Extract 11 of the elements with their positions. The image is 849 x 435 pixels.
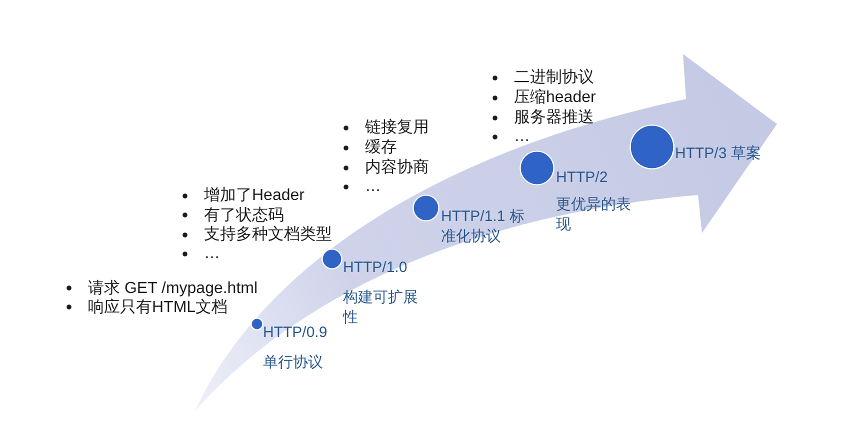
list-item: 服务器推送	[492, 108, 596, 128]
version-label: HTTP/2	[556, 168, 609, 188]
version-description: 构建可扩展性	[343, 288, 419, 328]
version-label: HTTP/0.9	[263, 323, 328, 343]
version-description: 更优异的表现	[556, 195, 632, 235]
version-label: HTTP/1.1 标准化协议	[441, 207, 525, 247]
version-description: 单行协议	[263, 353, 324, 373]
version-label: HTTP/3 草案	[675, 144, 762, 164]
version-label: HTTP/1.0	[343, 258, 408, 278]
list-item: 请求 GET /mypage.html	[66, 278, 258, 298]
list-item: 支持多种文档类型	[182, 224, 332, 244]
